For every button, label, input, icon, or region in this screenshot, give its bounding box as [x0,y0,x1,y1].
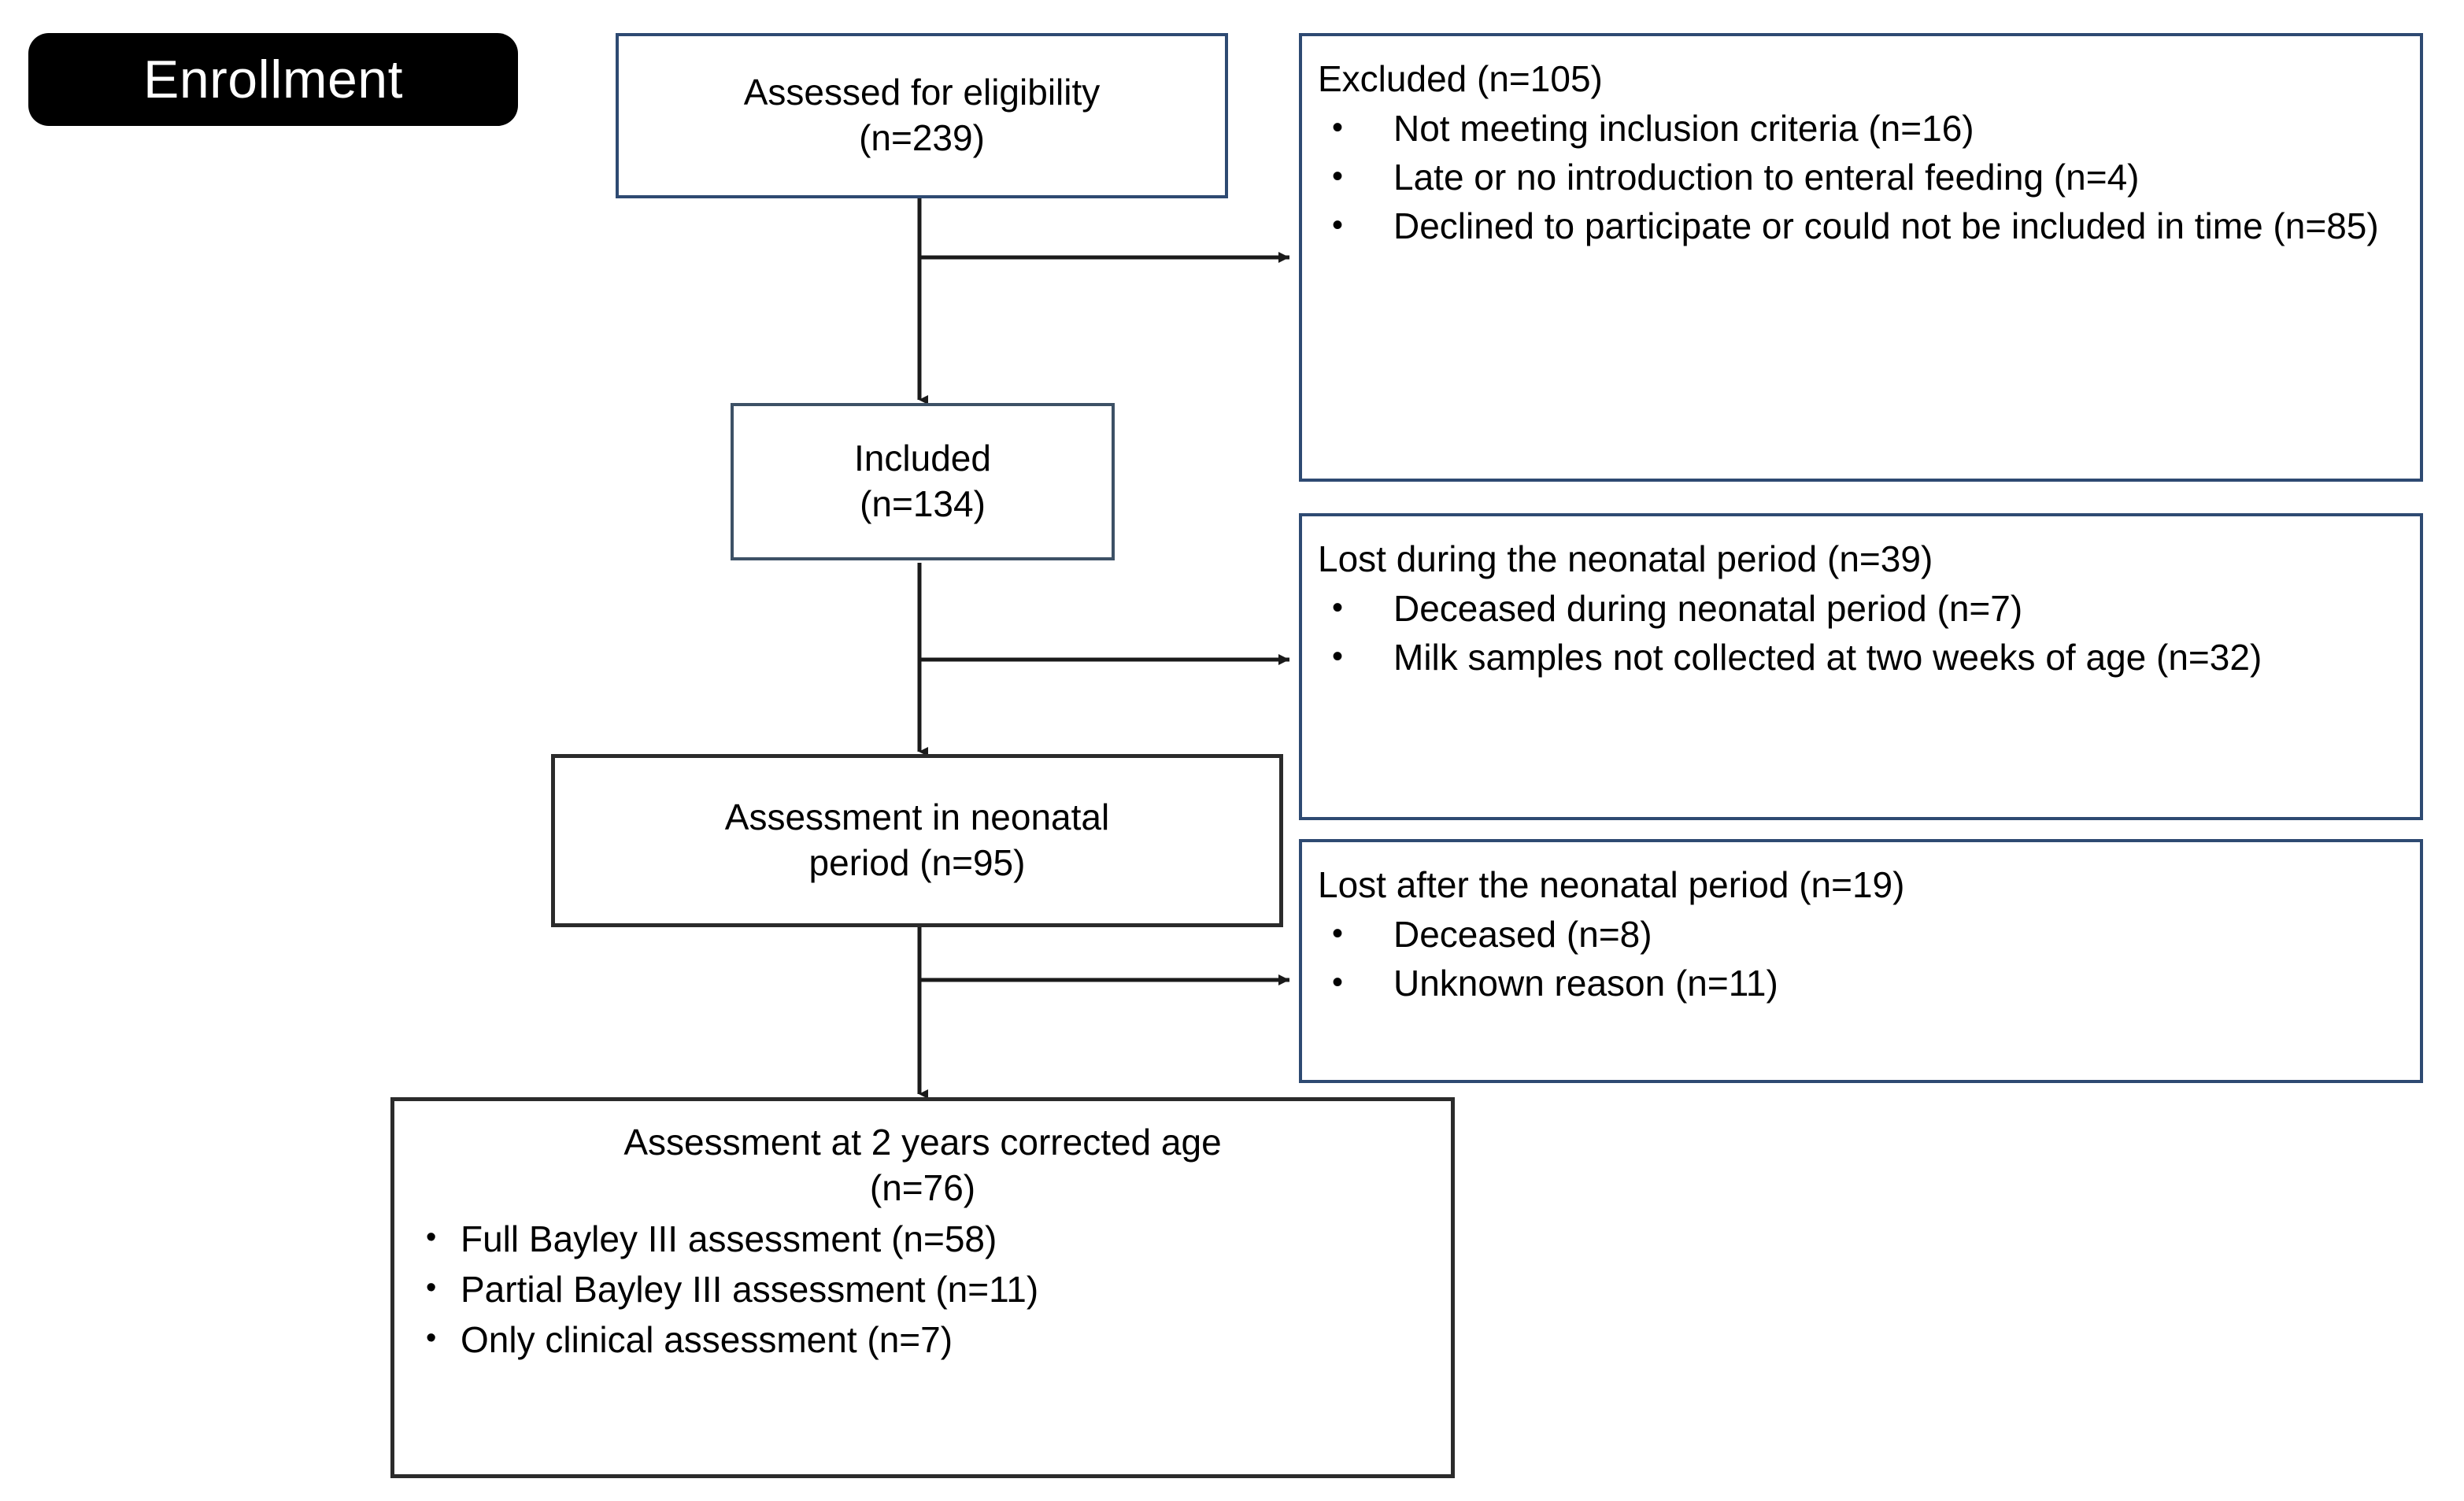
list-item: • Unknown reason (n=11) [1318,960,2401,1007]
node-included: Included (n=134) [731,403,1115,560]
list-item: • Declined to participate or could not b… [1318,203,2401,250]
list-item-label: Full Bayley III assessment (n=58) [461,1218,997,1259]
bullet-icon: • [426,1321,437,1355]
node-excluded: Excluded (n=105) • Not meeting inclusion… [1299,33,2423,482]
list-item-label: Late or no introduction to enteral feedi… [1393,156,2140,198]
assessed-line-2: (n=239) [859,117,985,158]
bullet-icon: • [1332,638,1344,674]
bullet-icon: • [1332,158,1344,194]
list-item-label: Deceased during neonatal period (n=7) [1393,588,2023,630]
included-line-2: (n=134) [860,483,986,524]
bullet-icon: • [426,1270,437,1304]
lost-after-heading: Lost after the neonatal period (n=19) [1318,864,1905,905]
list-item: • Milk samples not collected at two week… [1318,634,2401,682]
list-item: • Partial Bayley III assessment (n=11) [415,1266,1430,1314]
assessment-2y-line-1: Assessment at 2 years corrected age [623,1122,1222,1163]
bullet-icon: • [1332,110,1344,146]
node-lost-after-neonatal: Lost after the neonatal period (n=19) • … [1299,839,2423,1083]
lost-neonatal-reason-list: • Deceased during neonatal period (n=7) … [1318,586,2401,683]
list-item: • Not meeting inclusion criteria (n=16) [1318,105,2401,153]
lost-after-reason-list: • Deceased (n=8) • Unknown reason (n=11) [1318,911,2401,1009]
list-item-label: Unknown reason (n=11) [1393,962,1778,1004]
node-lost-during-neonatal: Lost during the neonatal period (n=39) •… [1299,513,2423,820]
assessment-neonatal-line-1: Assessment in neonatal [724,797,1110,838]
list-item-label: Partial Bayley III assessment (n=11) [461,1268,1039,1310]
list-item-label: Declined to participate or could not be … [1393,205,2379,246]
bullet-icon: • [1332,916,1344,952]
assessment-2y-line-2: (n=76) [869,1166,976,1208]
list-item: • Deceased (n=8) [1318,911,2401,959]
bullet-icon: • [426,1220,437,1254]
node-assessment-2-years: Assessment at 2 years corrected age (n=7… [390,1097,1455,1478]
bullet-icon: • [1332,590,1344,626]
list-item: • Late or no introduction to enteral fee… [1318,154,2401,201]
included-line-1: Included [854,438,991,479]
list-item: • Deceased during neonatal period (n=7) [1318,586,2401,633]
stage-badge-label: Enrollment [142,50,404,109]
bullet-icon: • [1332,964,1344,1000]
list-item: • Only clinical assessment (n=7) [415,1317,1430,1364]
list-item-label: Milk samples not collected at two weeks … [1393,636,2262,678]
lost-neonatal-heading: Lost during the neonatal period (n=39) [1318,538,1933,579]
assessment-2y-list: • Full Bayley III assessment (n=58) • Pa… [415,1216,1430,1366]
assessment-neonatal-line-2: period (n=95) [808,842,1026,883]
assessed-line-1: Assessed for eligibility [743,72,1101,113]
list-item-label: Deceased (n=8) [1393,914,1652,956]
list-item-label: Only clinical assessment (n=7) [461,1318,953,1360]
stage-badge-enrollment: Enrollment [28,33,518,126]
bullet-icon: • [1332,207,1344,242]
node-assessed-for-eligibility: Assessed for eligibility (n=239) [616,33,1228,198]
node-assessment-neonatal-period: Assessment in neonatal period (n=95) [551,754,1283,927]
excluded-heading: Excluded (n=105) [1318,58,1603,99]
excluded-reason-list: • Not meeting inclusion criteria (n=16) … [1318,105,2401,251]
list-item-label: Not meeting inclusion criteria (n=16) [1393,108,1974,150]
list-item: • Full Bayley III assessment (n=58) [415,1216,1430,1263]
